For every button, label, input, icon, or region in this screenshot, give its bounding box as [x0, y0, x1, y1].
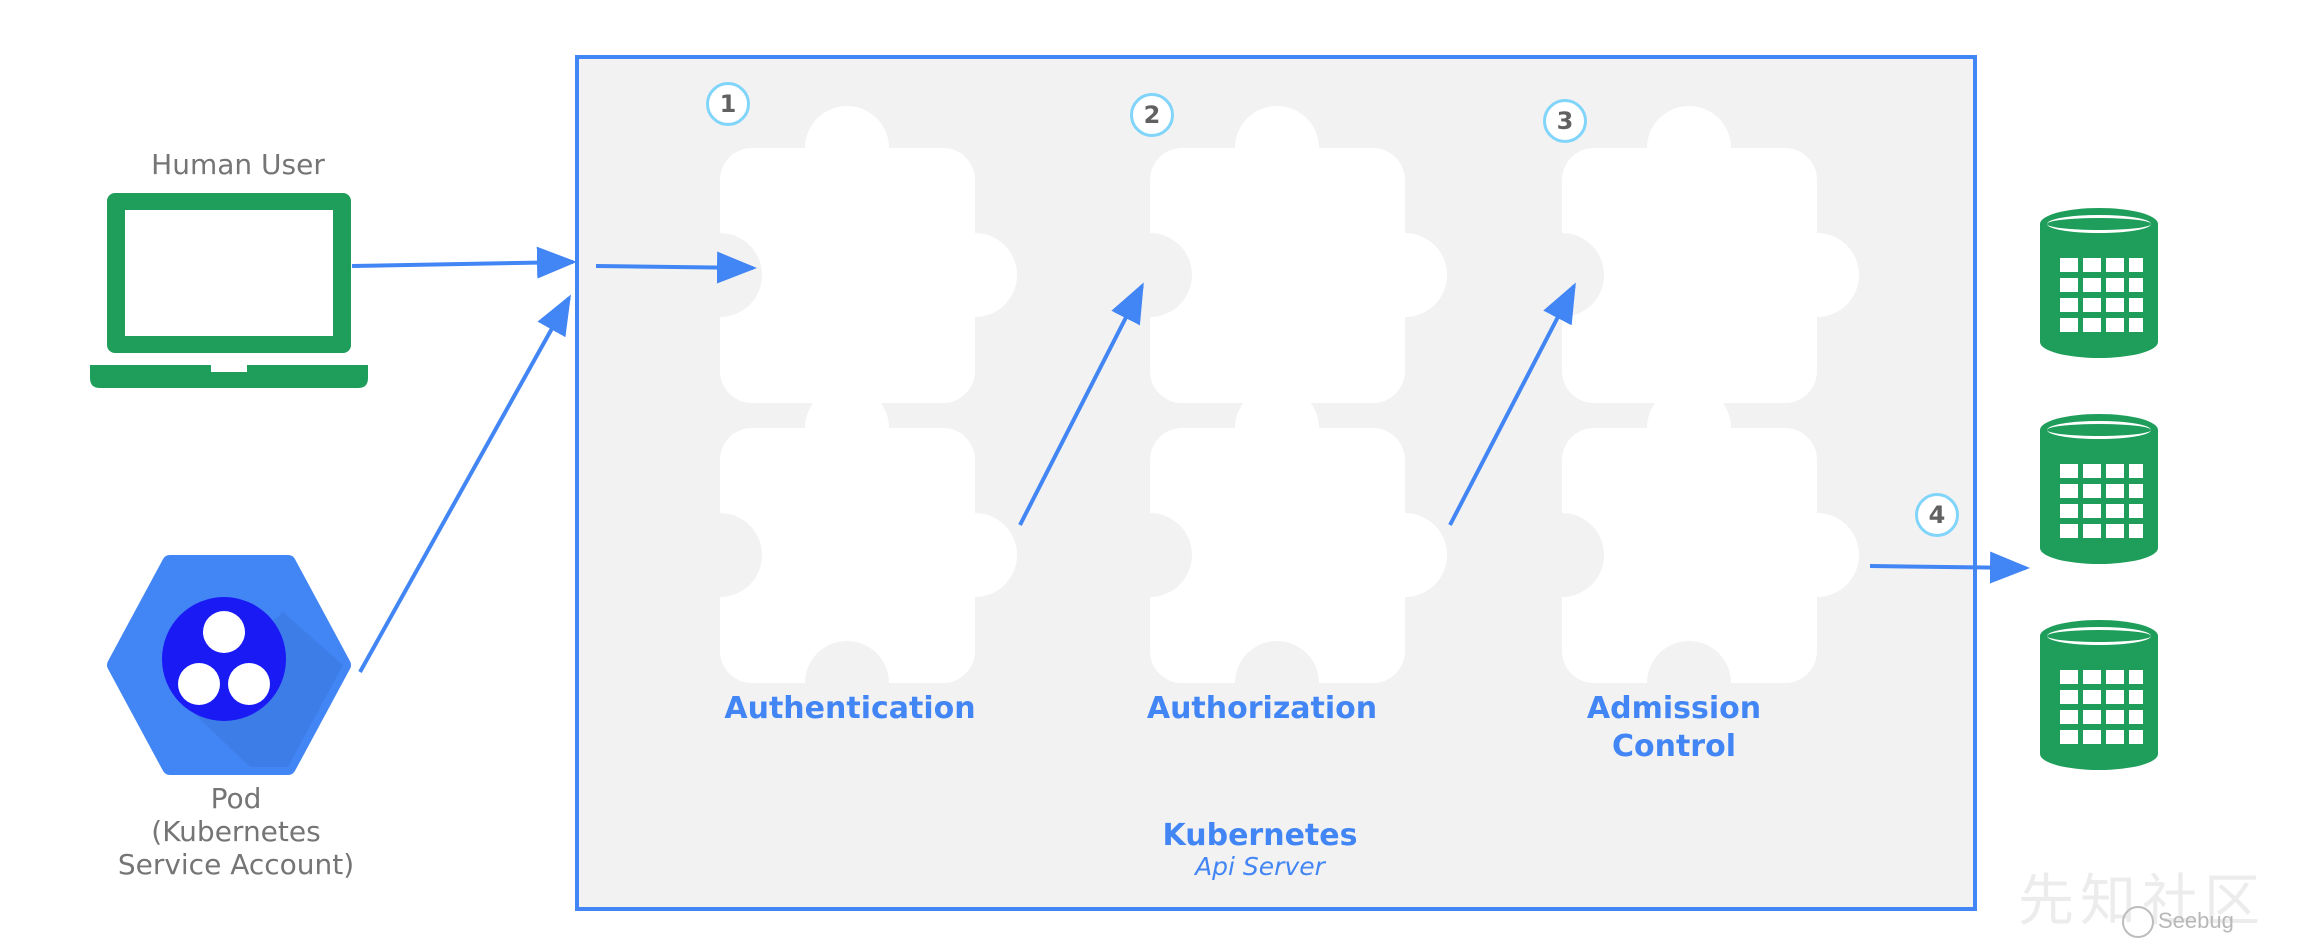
arrow-to-authentication — [595, 251, 757, 284]
step-number-3: 3 — [1543, 99, 1587, 143]
api-server-subtitle: Api Server — [1195, 852, 1325, 881]
laptop-icon — [90, 193, 368, 388]
pod-label-line: Service Account) — [117, 848, 355, 881]
step-number-4: 4 — [1915, 493, 1959, 537]
stage-label-authentication: Authentication — [724, 691, 976, 726]
arrow-admission-to-storage — [1869, 551, 2030, 584]
arrow-authentication-to-authorization — [1018, 282, 1144, 526]
pod-label-line: (Kubernetes — [151, 815, 321, 848]
arrow-pod-to-api — [358, 294, 571, 673]
api-server-title: Kubernetes — [1162, 818, 1358, 853]
stage-label-authorization: Authorization — [1146, 691, 1378, 726]
watermark-brand: Seebug — [2158, 908, 2234, 933]
arrow-user-to-api — [351, 246, 577, 279]
pod-hexagon-icon — [107, 555, 351, 775]
database-icon — [2040, 620, 2158, 770]
stage-label-admission-control: Admission Control — [1524, 690, 1824, 766]
pod-label: Pod (Kubernetes Service Account) — [86, 782, 386, 881]
step-number-2: 2 — [1130, 93, 1174, 137]
seebug-logo-icon — [2122, 906, 2154, 938]
pod-label-line: Pod — [210, 782, 262, 815]
arrow-authorization-to-admission — [1448, 282, 1576, 526]
human-user-label: Human User — [151, 148, 325, 181]
step-number-1: 1 — [706, 82, 750, 126]
watermark: 先知社区 Seebug — [2018, 872, 2280, 944]
stage-label-line: Control — [1611, 729, 1736, 764]
database-icon — [2040, 208, 2158, 358]
database-icon — [2040, 414, 2158, 564]
stage-label-line: Admission — [1586, 691, 1762, 726]
